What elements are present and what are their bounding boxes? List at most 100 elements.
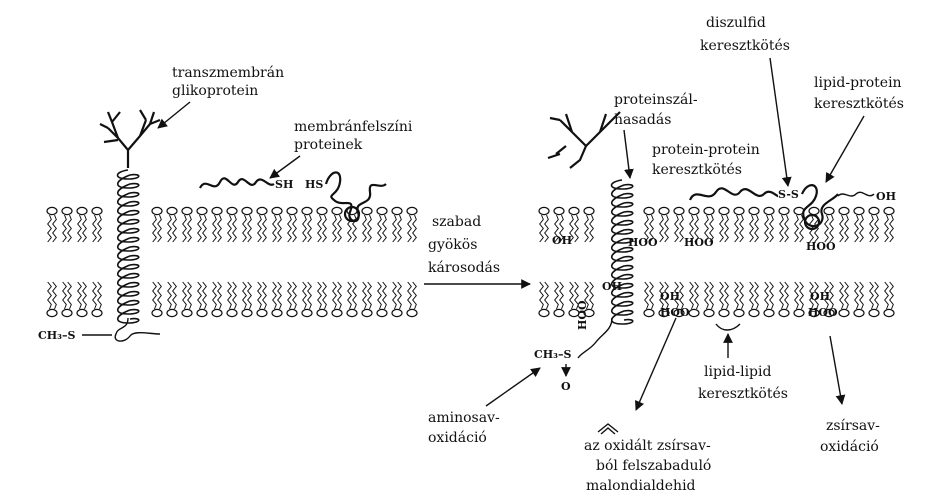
lipid-upper <box>839 207 849 242</box>
label-fatty-acid-ox-2: oxidáció <box>820 439 879 455</box>
hoo-label-5: HOO <box>808 306 838 319</box>
arrow-surface <box>270 156 300 178</box>
lipid-lower <box>62 282 72 317</box>
lipid-lower <box>257 282 267 317</box>
label-fatty-acid-ox-1: zsírsav- <box>826 418 880 434</box>
label-amino-acid-ox-2: oxidáció <box>428 430 487 446</box>
lipid-lower <box>287 282 297 317</box>
lipid-protein-link <box>838 192 874 196</box>
lipid-lower <box>227 282 237 317</box>
lipid-bilayer-left <box>47 207 417 316</box>
lipid-upper <box>227 207 237 242</box>
lipid-upper <box>362 207 372 242</box>
crosslinked-protein-1 <box>690 188 778 200</box>
lipid-lower <box>197 282 207 317</box>
lipid-lower <box>167 282 177 317</box>
lipid-lower <box>719 282 729 317</box>
lipid-lower <box>317 282 327 317</box>
o-label: O <box>561 380 571 393</box>
lipid-lower <box>734 282 744 317</box>
lipid-upper <box>317 207 327 242</box>
label-free-radical-3: károsodás <box>428 260 500 276</box>
label-protein-protein-1: protein-protein <box>652 142 760 158</box>
lipid-lower <box>539 282 549 317</box>
lipid-lower <box>704 282 714 317</box>
lipid-upper <box>584 207 594 242</box>
lipid-lower <box>644 282 654 317</box>
hoo-label-1: HOO <box>628 236 658 249</box>
lipid-upper <box>869 207 879 242</box>
lipid-upper <box>287 207 297 242</box>
arrow-lipid-protein <box>826 116 864 182</box>
label-lipid-protein-1: lipid-protein <box>814 75 902 91</box>
lipid-upper <box>77 207 87 242</box>
ch3s-left: CH₃–S <box>38 329 75 342</box>
label-free-radical-1: szabad <box>432 214 481 230</box>
arrow-protein-cleavage <box>624 130 630 178</box>
label-protein-cleavage-2: hasadás <box>614 112 671 128</box>
hoo-label-4: HOO <box>660 306 690 319</box>
alpha-helix-coil <box>612 180 633 324</box>
label-malondialdehyde-2: ból felszabaduló <box>596 458 711 474</box>
label-free-radical-2: gyökös <box>428 237 477 253</box>
lipid-lower <box>377 282 387 317</box>
surface-protein-1 <box>200 178 274 188</box>
lipid-upper <box>152 207 162 242</box>
lipid-lower <box>779 282 789 317</box>
lipid-upper <box>62 207 72 242</box>
label-malondialdehyde-3: malondialdehid <box>586 478 696 494</box>
lipid-upper <box>332 207 342 242</box>
lipid-lower <box>392 282 402 317</box>
mda-symbol <box>598 424 618 434</box>
label-disulfide-2: keresztkötés <box>700 38 790 54</box>
lipid-upper <box>92 207 102 242</box>
lipid-upper <box>764 207 774 242</box>
lipid-upper <box>302 207 312 242</box>
lipid-lower <box>554 282 564 317</box>
lipid-lower <box>854 282 864 317</box>
oh-label-2: OH <box>602 280 622 293</box>
oh-label-tail: OH <box>876 190 896 203</box>
lipid-upper <box>749 207 759 242</box>
lipid-lower <box>689 282 699 317</box>
lipid-lower <box>212 282 222 317</box>
lipid-lower <box>362 282 372 317</box>
label-disulfide-1: diszulfid <box>706 15 766 31</box>
lipid-lower <box>347 282 357 317</box>
arrow-fatty-acid-ox <box>830 336 842 404</box>
lipid-upper <box>167 207 177 242</box>
lipid-lower <box>332 282 342 317</box>
label-amino-acid-ox-1: aminosav- <box>428 410 500 426</box>
lipid-lower <box>77 282 87 317</box>
lipid-lower <box>47 282 57 317</box>
label-protein-cleavage-1: proteinszál- <box>614 92 698 108</box>
lipid-upper <box>779 207 789 242</box>
ch3s-right: CH₃–S <box>534 348 571 361</box>
lipid-lower <box>884 282 894 317</box>
label-transmembrane-1: transzmembrán <box>172 65 284 81</box>
oh-label-3: OH <box>660 290 680 303</box>
lipid-lower <box>869 282 879 317</box>
transmembrane-helix-left <box>118 170 139 323</box>
lipid-upper <box>212 207 222 242</box>
label-transmembrane-2: glikoprotein <box>172 83 258 99</box>
arrow-malondialdehyde <box>636 318 676 410</box>
lipid-lower <box>152 282 162 317</box>
lipid-upper <box>392 207 402 242</box>
lipid-upper <box>674 207 684 242</box>
lipid-upper <box>197 207 207 242</box>
lipid-upper <box>257 207 267 242</box>
lipid-upper <box>182 207 192 242</box>
arrow-transmembrane <box>158 102 190 128</box>
label-surface-2: proteinek <box>294 137 363 153</box>
label-malondialdehyde-1: az oxidált zsírsav- <box>584 438 711 454</box>
lipid-lower <box>764 282 774 317</box>
oh-label-4: OH <box>810 290 830 303</box>
lipid-lipid-link <box>716 324 740 330</box>
lipid-lower <box>272 282 282 317</box>
lipid-lower <box>182 282 192 317</box>
lipid-upper <box>47 207 57 242</box>
label-lipid-protein-2: keresztkötés <box>814 96 904 112</box>
lipid-upper <box>884 207 894 242</box>
lipid-lower <box>302 282 312 317</box>
